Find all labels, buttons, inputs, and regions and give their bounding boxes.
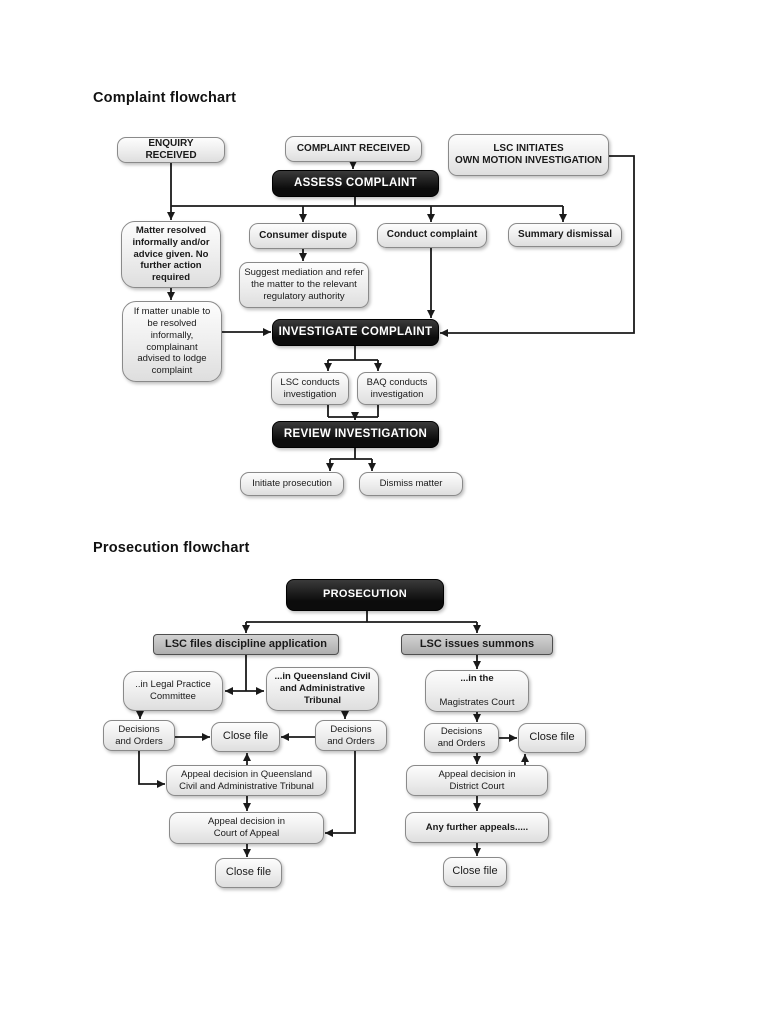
prosecution-flowchart-title: Prosecution flowchart xyxy=(93,540,250,556)
node-close-file-1: Close file xyxy=(211,722,280,752)
node-summary-dismissal: Summary dismissal xyxy=(508,223,622,247)
node-decisions-orders-left: Decisions and Orders xyxy=(103,720,175,751)
node-dismiss-matter: Dismiss matter xyxy=(359,472,463,496)
complaint-flowchart-title: Complaint flowchart xyxy=(93,90,237,106)
node-suggest-mediation: Suggest mediation and refer the matter t… xyxy=(239,262,369,308)
node-investigate-complaint: INVESTIGATE COMPLAINT xyxy=(272,319,439,346)
node-close-file-4: Close file xyxy=(443,857,507,887)
edge-decisionsleft-to-appealqcat xyxy=(138,751,165,788)
node-complaint-received: COMPLAINT RECEIVED xyxy=(285,136,422,162)
node-magistrates-court: ...in the Magistrates Court xyxy=(425,670,529,712)
magistrates-line2: Magistrates Court xyxy=(439,696,515,708)
node-lsc-files-discipline-application: LSC files discipline application xyxy=(153,634,339,655)
node-baq-conducts-investigation: BAQ conducts investigation xyxy=(357,372,437,405)
node-appeal-decision-qcat: Appeal decision in Queensland Civil and … xyxy=(166,765,327,796)
node-legal-practice-committee: ..in Legal Practice Committee xyxy=(123,671,223,711)
magistrates-court-text: ...in the Magistrates Court xyxy=(440,661,515,720)
node-qcat: ...in Queensland Civil and Administrativ… xyxy=(266,667,379,711)
node-enquiry-received: ENQUIRY RECEIVED xyxy=(117,137,225,163)
node-matter-resolved: Matter resolved informally and/or advice… xyxy=(121,221,221,288)
node-close-file-3: Close file xyxy=(215,858,282,888)
node-initiate-prosecution: Initiate prosecution xyxy=(240,472,344,496)
node-consumer-dispute: Consumer dispute xyxy=(249,223,357,249)
node-prosecution: PROSECUTION xyxy=(286,579,444,611)
node-if-matter-unable: If matter unable to be resolved informal… xyxy=(122,301,222,382)
node-close-file-2: Close file xyxy=(518,723,586,753)
magistrates-line1: ...in the xyxy=(460,673,494,685)
node-lsc-issues-summons: LSC issues summons xyxy=(401,634,553,655)
node-decisions-orders-right: Decisions and Orders xyxy=(424,723,499,753)
node-appeal-decision-district-court: Appeal decision in District Court xyxy=(406,765,548,796)
node-conduct-complaint: Conduct complaint xyxy=(377,223,487,248)
node-assess-complaint: ASSESS COMPLAINT xyxy=(272,170,439,197)
node-appeal-decision-court-of-appeal: Appeal decision in Court of Appeal xyxy=(169,812,324,844)
node-review-investigation: REVIEW INVESTIGATION xyxy=(272,421,439,448)
node-decisions-orders-mid: Decisions and Orders xyxy=(315,720,387,751)
edge-decisionsmid-to-appealcoa xyxy=(325,751,356,837)
edge-lscinitiates-to-investigate xyxy=(440,155,635,337)
node-any-further-appeals: Any further appeals..... xyxy=(405,812,549,843)
node-lsc-initiates-own-motion: LSC INITIATES OWN MOTION INVESTIGATION xyxy=(448,134,609,176)
node-lsc-conducts-investigation: LSC conducts investigation xyxy=(271,372,349,405)
